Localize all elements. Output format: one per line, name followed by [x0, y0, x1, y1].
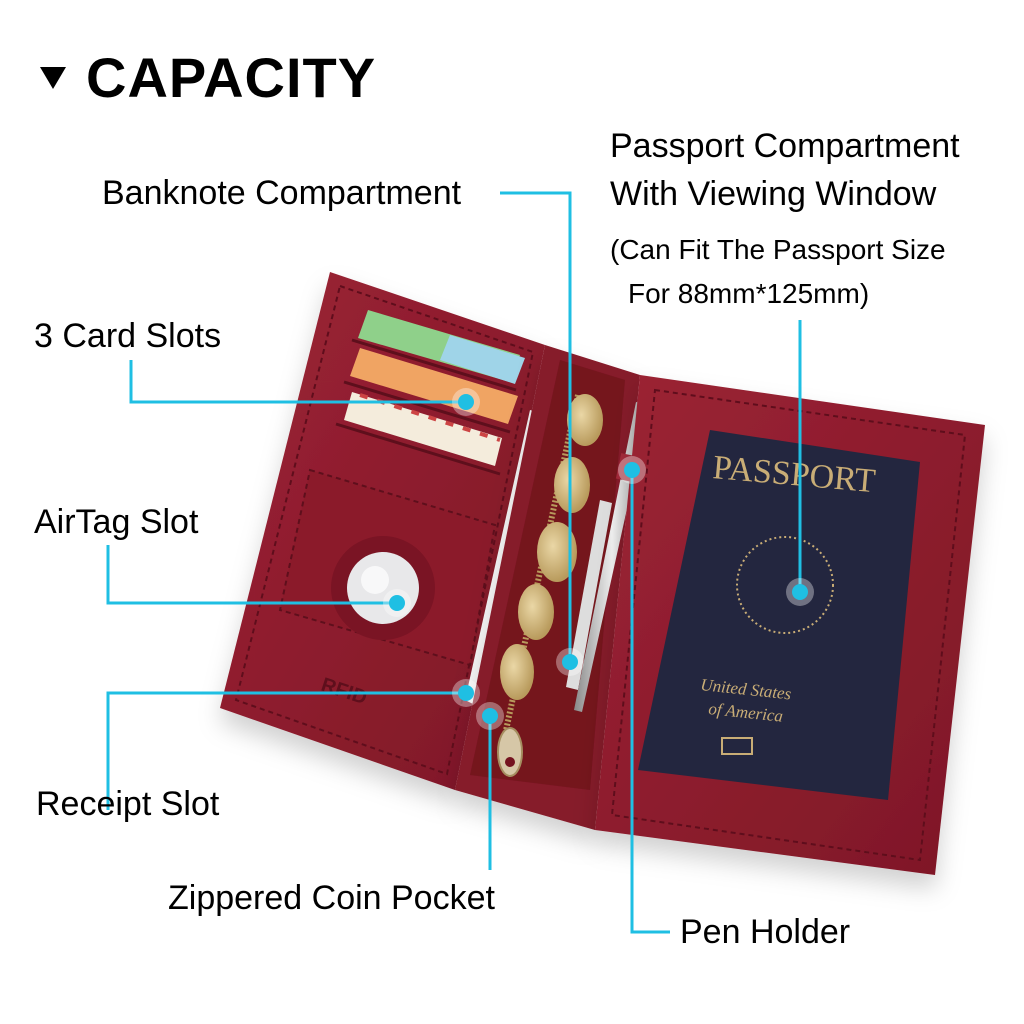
passport-compartment-label: Passport Compartment: [610, 127, 960, 165]
callout-lines: [106, 191, 802, 934]
airtag-pocket: [278, 468, 497, 667]
callout-dots: [383, 388, 814, 730]
passport-size-note-line2: For 88mm*125mm): [628, 278, 870, 309]
pen-holder-label: Pen Holder: [680, 913, 851, 951]
cards: [335, 310, 525, 476]
airtag-slot-label: AirTag Slot: [34, 503, 199, 541]
coins: [500, 394, 603, 700]
passport-window: [638, 430, 920, 800]
receipt-slot-label: Receipt Slot: [36, 785, 220, 823]
card-slots-label: 3 Card Slots: [34, 317, 222, 355]
title-text: CAPACITY: [86, 46, 377, 109]
eagle-seal: [736, 536, 834, 634]
viewing-window-label: With Viewing Window: [610, 175, 937, 213]
banknote-compartment-label: Banknote Compartment: [102, 174, 462, 212]
page-title: CAPACITY: [40, 46, 376, 110]
passport-size-note-line1: (Can Fit The Passport Size: [610, 234, 946, 265]
zipper-pull: [497, 727, 523, 777]
triangle-down-icon: [40, 67, 66, 90]
zippered-coin-pocket-label: Zippered Coin Pocket: [168, 879, 495, 917]
